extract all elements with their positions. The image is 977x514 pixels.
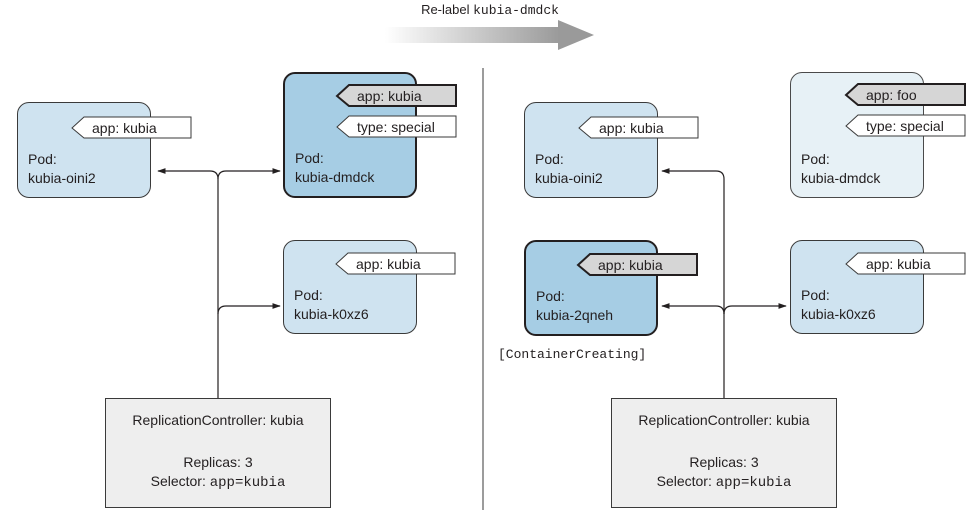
pod-name: kubia-k0xz6 — [294, 306, 369, 322]
left-connectors — [157, 168, 281, 398]
pod-name: kubia-2qneh — [536, 307, 614, 323]
label-tag-icon — [578, 116, 699, 139]
relabel-pod-name: kubia-dmdck — [473, 3, 559, 18]
right-pod-2qneh: app: kubia Pod: kubia-2qneh — [524, 240, 698, 336]
label-tag-icon — [845, 114, 966, 137]
pod-label-app: app: kubia — [845, 252, 966, 275]
label-tag-icon — [71, 116, 192, 139]
pod-title: Pod: — [295, 150, 324, 166]
pod-label-app: app: foo — [844, 83, 966, 106]
left-pod-k0xz6: app: kubia Pod: kubia-k0xz6 — [283, 240, 456, 334]
label-tag-icon — [335, 252, 456, 275]
relabel-arrow — [385, 20, 594, 50]
label-tag-icon — [335, 84, 457, 107]
pod-label-app: app: kubia — [578, 116, 699, 139]
container-status: [ContainerCreating] — [498, 347, 647, 362]
pod-label-app: app: kubia — [576, 253, 698, 276]
right-pod-k0xz6: app: kubia Pod: kubia-k0xz6 — [790, 240, 966, 334]
left-pod-dmdck: app: kubia type: special Pod: kubia-dmdc… — [283, 72, 457, 198]
pod-name: kubia-oini2 — [28, 170, 96, 186]
rc-title: ReplicationController: kubia — [638, 412, 810, 428]
pod-label-app: app: kubia — [335, 84, 457, 107]
pod-title: Pod: — [536, 288, 565, 304]
rc-replicas: Replicas: 3 — [183, 454, 253, 470]
relabel-prefix: Re-label — [421, 2, 470, 17]
left-pod-oini2: app: kubia Pod: kubia-oini2 — [17, 102, 192, 198]
pod-label-app: app: kubia — [71, 116, 192, 139]
relabel-caption: Re-label kubia-dmdck — [380, 0, 600, 20]
pod-name: kubia-k0xz6 — [801, 306, 876, 322]
right-pod-dmdck: app: foo type: special Pod: kubia-dmdck — [790, 72, 966, 198]
pod-name: kubia-dmdck — [801, 170, 881, 186]
label-tag-icon — [336, 115, 457, 138]
right-replication-controller: ReplicationController: kubia Replicas: 3… — [611, 398, 837, 508]
pod-title: Pod: — [294, 287, 323, 303]
pod-title: Pod: — [535, 151, 564, 167]
pod-label-type: type: special — [336, 115, 457, 138]
pod-title: Pod: — [28, 151, 57, 167]
label-tag-icon — [844, 83, 966, 106]
label-tag-icon — [576, 253, 698, 276]
rc-title: ReplicationController: kubia — [132, 412, 304, 428]
left-replication-controller: ReplicationController: kubia Replicas: 3… — [105, 398, 331, 508]
rc-selector: Selector: app=kubia — [150, 473, 286, 491]
pod-name: kubia-oini2 — [535, 170, 603, 186]
pod-title: Pod: — [801, 151, 830, 167]
pod-label-type: type: special — [845, 114, 966, 137]
right-pod-oini2: app: kubia Pod: kubia-oini2 — [524, 102, 699, 198]
rc-replicas: Replicas: 3 — [689, 454, 759, 470]
pod-name: kubia-dmdck — [295, 169, 375, 185]
right-connectors — [661, 168, 787, 398]
rc-selector: Selector: app=kubia — [656, 473, 792, 491]
pod-label-app: app: kubia — [335, 252, 456, 275]
label-tag-icon — [845, 252, 966, 275]
pod-title: Pod: — [801, 287, 830, 303]
